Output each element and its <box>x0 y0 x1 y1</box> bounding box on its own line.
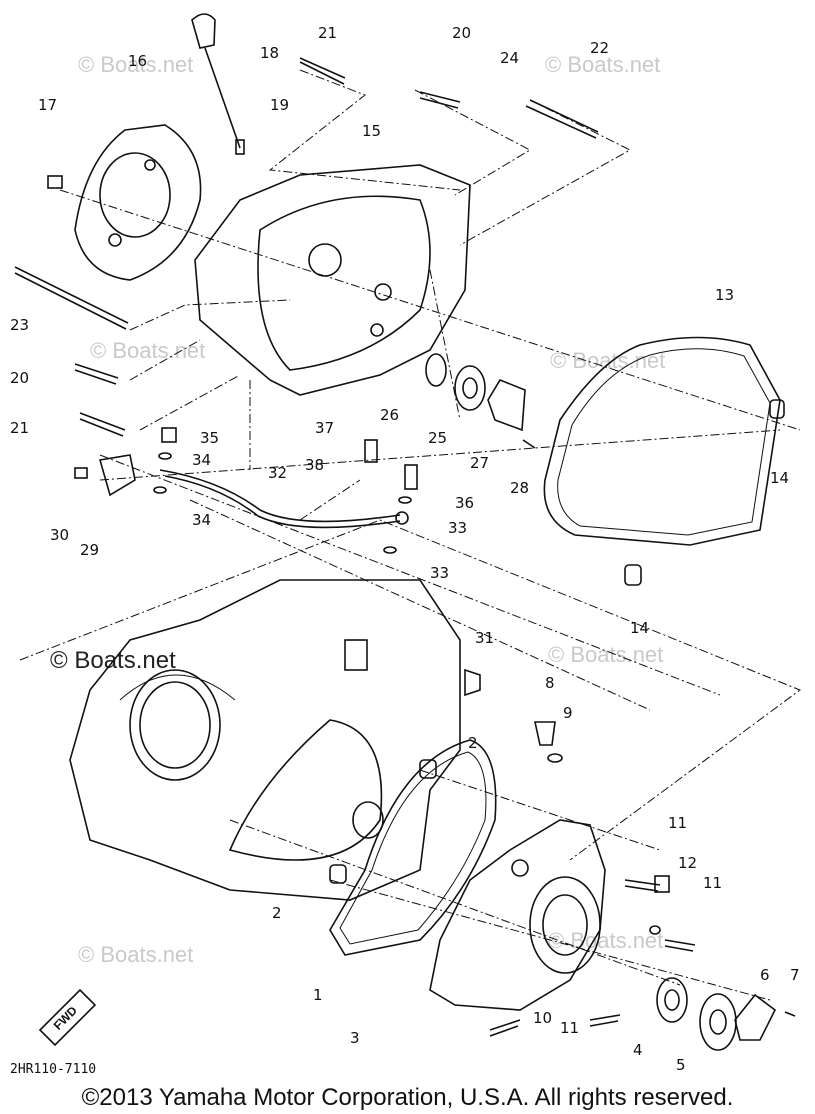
cover-plate <box>74 124 202 281</box>
callout: 36 <box>455 494 474 512</box>
callout: 22 <box>590 39 609 57</box>
callout: 18 <box>260 44 279 62</box>
callout: 24 <box>500 49 519 67</box>
watermark: © Boats.net <box>548 928 663 953</box>
callout: 2 <box>468 734 478 752</box>
assembly-lines <box>19 69 802 1001</box>
callout: 21 <box>10 419 29 437</box>
callout: 11 <box>703 874 722 892</box>
callout: 19 <box>270 96 289 114</box>
callout: 31 <box>475 629 494 647</box>
callout: 34 <box>192 511 211 529</box>
callout: 10 <box>533 1009 552 1027</box>
callout: 30 <box>50 526 69 544</box>
callouts: 21 20 24 22 18 16 19 17 15 23 20 13 26 2… <box>10 24 800 1074</box>
callout: 17 <box>38 96 57 114</box>
callout: 9 <box>563 704 573 722</box>
callout: 1 <box>313 986 323 1004</box>
callout: 21 <box>318 24 337 42</box>
callout: 25 <box>428 429 447 447</box>
copyright-notice: ©2013 Yamaha Motor Corporation, U.S.A. A… <box>81 1084 734 1111</box>
callout: 16 <box>128 52 147 70</box>
callout: 6 <box>760 966 770 984</box>
callout: 14 <box>630 619 649 637</box>
lower-bolts <box>489 875 696 1037</box>
callout: 20 <box>10 369 29 387</box>
clutch-cover <box>194 164 471 396</box>
callout: 23 <box>10 316 29 334</box>
callout: 20 <box>452 24 471 42</box>
watermark: © Boats.net <box>90 338 205 363</box>
callout: 28 <box>510 479 529 497</box>
callout: 5 <box>676 1056 686 1074</box>
callout: 3 <box>350 1029 360 1047</box>
callout: 34 <box>192 451 211 469</box>
callout: 7 <box>790 966 800 984</box>
dipstick <box>191 13 245 155</box>
bolts <box>14 57 599 437</box>
watermark: © Boats.net <box>78 942 193 967</box>
callout: 35 <box>200 429 219 447</box>
callout: 14 <box>770 469 789 487</box>
callout: 12 <box>678 854 697 872</box>
callout: 33 <box>430 564 449 582</box>
diagram-code: 2HR110-7110 <box>10 1062 96 1077</box>
fwd-arrow: FWD <box>38 988 97 1047</box>
callout: 29 <box>80 541 99 559</box>
fwd-label: FWD <box>51 1003 80 1032</box>
callout: 2 <box>272 904 282 922</box>
callout: 11 <box>560 1019 579 1037</box>
callout: 27 <box>470 454 489 472</box>
dowels-2 <box>329 759 437 884</box>
plug <box>534 721 563 763</box>
seals-and-bearing <box>425 353 536 449</box>
bearing-seal-set <box>656 977 796 1051</box>
callout: 15 <box>362 122 381 140</box>
watermark: © Boats.net <box>550 348 665 373</box>
callout: 13 <box>715 286 734 304</box>
watermark: © Boats.net <box>548 642 663 667</box>
dowels <box>624 399 785 586</box>
gasket-1 <box>329 739 497 956</box>
callout: 33 <box>448 519 467 537</box>
callout: 8 <box>545 674 555 692</box>
gasket-13 <box>543 336 781 546</box>
callout: 38 <box>305 456 324 474</box>
crankcase-cover <box>429 819 606 1011</box>
callout: 4 <box>633 1041 643 1059</box>
oil-line <box>74 427 418 554</box>
callout: 37 <box>315 419 334 437</box>
watermarks: © Boats.net © Boats.net © Boats.net © Bo… <box>50 52 665 967</box>
callout: 11 <box>668 814 687 832</box>
callout: 32 <box>268 464 287 482</box>
watermark: © Boats.net <box>78 52 193 77</box>
crankcase <box>69 579 481 901</box>
callout: 26 <box>380 406 399 424</box>
watermark: © Boats.net <box>545 52 660 77</box>
